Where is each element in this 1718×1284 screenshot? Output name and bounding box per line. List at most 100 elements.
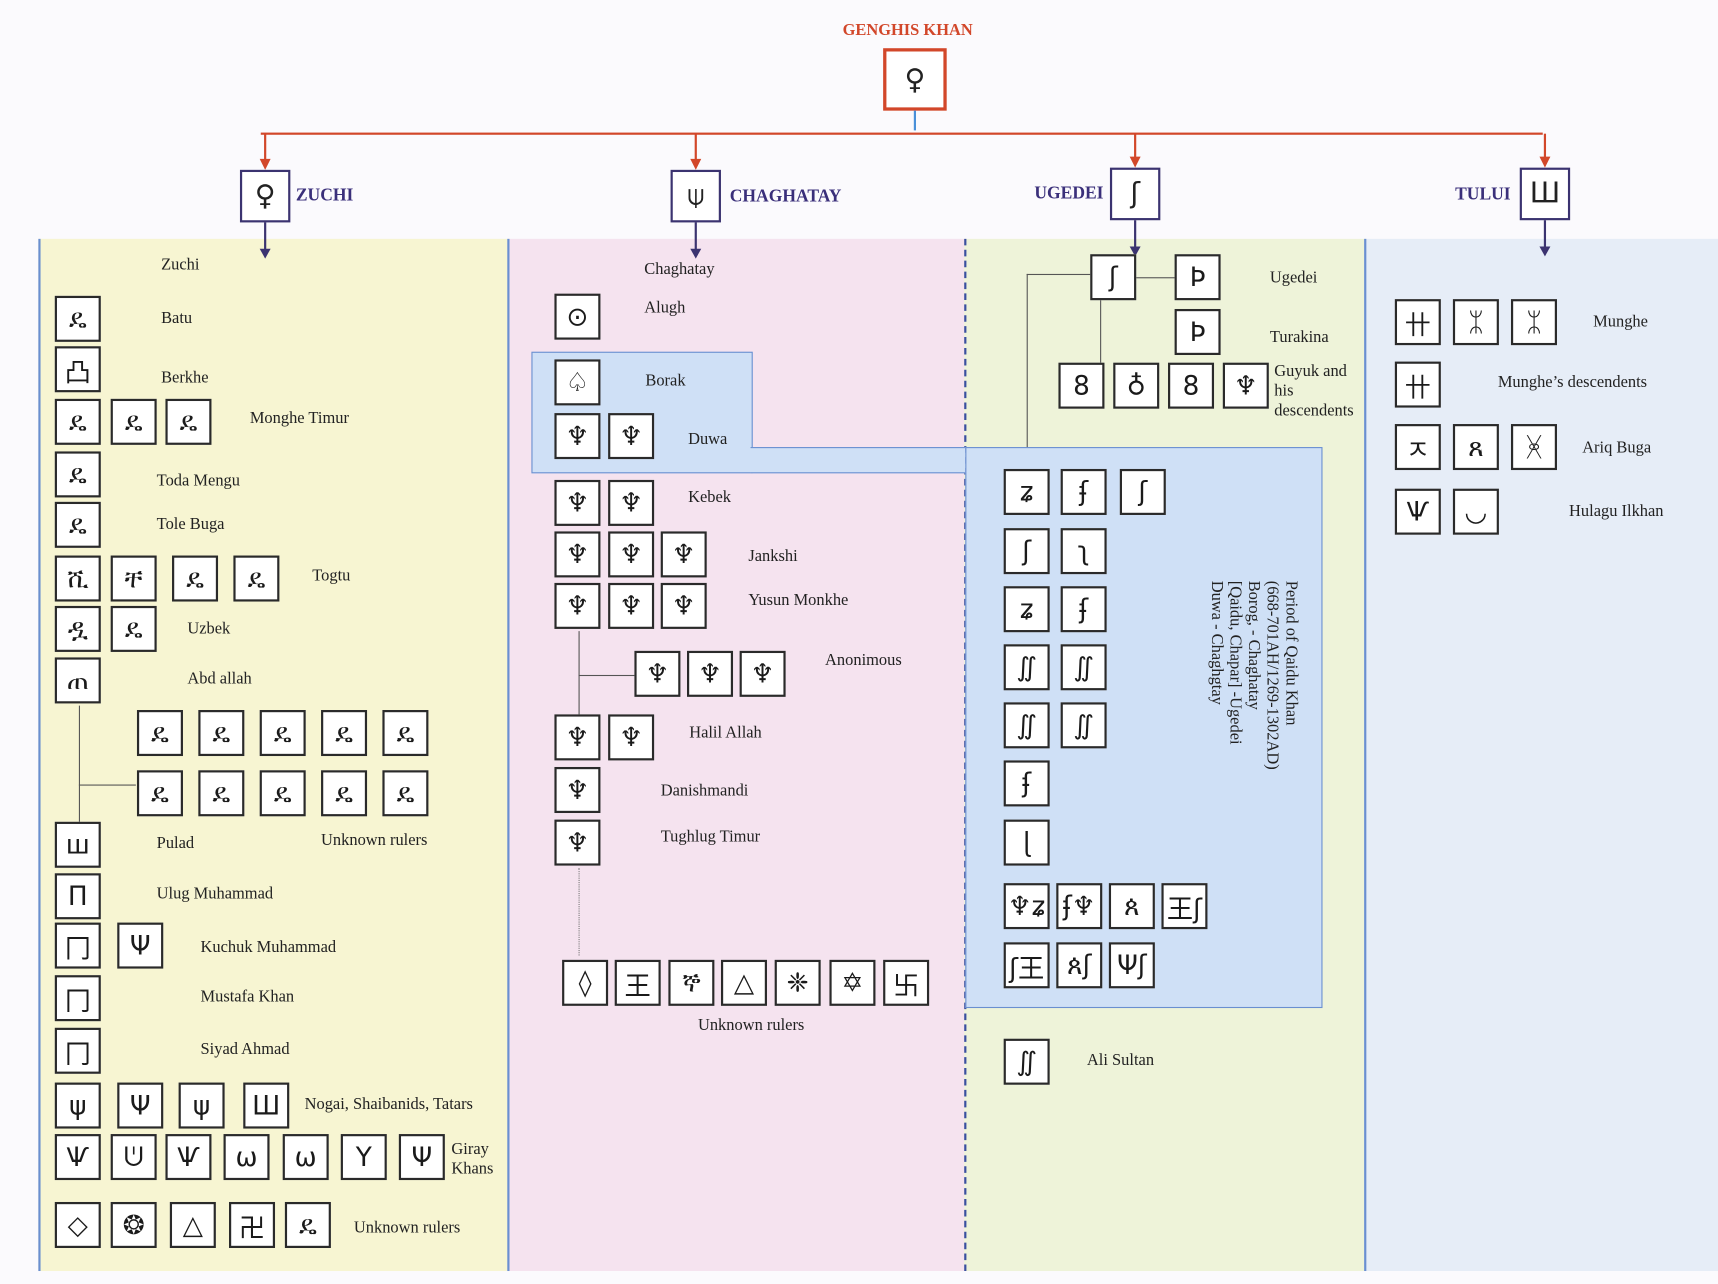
chaghatay-tamga: ♆ — [608, 714, 655, 761]
zuchi-tamga: ዴ — [54, 398, 101, 445]
chaghatay-tamga: ♆ — [687, 650, 734, 697]
chaghatay-tamga: ♆ — [608, 479, 655, 526]
tului-ruler-label: Hulagu Ilkhan — [1569, 502, 1664, 521]
zuchi-tamga: ψ — [54, 1082, 101, 1129]
son-label: CHAGHATAY — [729, 187, 842, 206]
qaidu-tamga: ∬ — [1003, 644, 1050, 691]
qaidu-tamga: ʑ — [1003, 586, 1050, 633]
qaidu-period-note: Period of Qaidu Khan (668-701AH/1269-130… — [1206, 581, 1299, 800]
son-tamga-box: ⍦ — [670, 169, 721, 223]
zuchi-tamga: Ψ — [398, 1134, 445, 1181]
chaghatay-tamga: ♆ — [608, 582, 655, 629]
zuchi-ruler-label: Kuchuk Muhammad — [200, 939, 337, 957]
chaghatay-tamga: ♆ — [554, 766, 601, 814]
zuchi-tree-line — [78, 784, 136, 786]
zuchi-tamga: ◇ — [54, 1201, 101, 1249]
zuchi-ruler-label: Unknown rulers — [321, 831, 428, 850]
ugedei-tamga: Ϸ — [1174, 308, 1221, 356]
arrow-down-icon — [690, 158, 702, 170]
chaghatay-tree-line — [578, 867, 580, 956]
qaidu-tamga: ʃ王 — [1003, 942, 1050, 989]
qaidu-tamga: ∬ — [1003, 702, 1050, 749]
chaghatay-ruler-label: Anonimous — [825, 651, 902, 670]
chaghatay-tree-line — [578, 674, 635, 677]
ugedei-tamga: 8 — [1168, 362, 1215, 409]
zuchi-tamga: ዴ — [259, 710, 306, 757]
zuchi-tamga: ዴ — [165, 398, 212, 445]
qaidu-tamga: ʅ — [1060, 528, 1107, 575]
zuchi-tamga: 冂 — [54, 975, 101, 1022]
zuchi-tamga: ዴ — [233, 555, 280, 602]
highlight-connector — [750, 447, 966, 474]
chaghatay-tamga: ♆ — [608, 413, 655, 460]
root-label: GENGHIS KHAN — [842, 21, 973, 40]
ugedei-tamga: Ϸ — [1174, 254, 1221, 301]
zuchi-tamga: ዴ — [54, 501, 101, 548]
tului-ruler-label: Ariq Buga — [1582, 439, 1652, 457]
chaghatay-ruler-label: Tughlug Timur — [660, 828, 761, 846]
zuchi-ruler-label: Toda Mengu — [156, 472, 240, 490]
qaidu-tamga: ʑ — [1003, 468, 1050, 515]
chaghatay-tamga: 卐 — [883, 959, 930, 1006]
chaghatay-ruler-label: Yusun Monkhe — [748, 591, 849, 610]
chaghatay-tamga: ♤ — [554, 359, 601, 406]
son-down-line — [264, 222, 267, 254]
son-connector — [694, 133, 697, 162]
zuchi-ruler-label: Berkhe — [161, 369, 209, 387]
zuchi-ruler-label: Batu — [161, 310, 193, 328]
zuchi-tamga: ዴ — [110, 605, 157, 652]
tului-tamga: ጸ — [1452, 424, 1499, 471]
ugedei-tamga: ʃ — [1090, 254, 1137, 301]
zuchi-tamga: ω — [282, 1134, 329, 1181]
zuchi-ruler-label: Mustafa Khan — [200, 988, 295, 1006]
note-line: Duwa - Chaghgtay — [1207, 580, 1225, 705]
ugedei-ruler-label: Ugedei — [1269, 269, 1318, 288]
arrow-down-icon — [1539, 156, 1551, 168]
tului-tamga: 卄 — [1394, 361, 1441, 408]
son-connector — [264, 133, 267, 162]
zuchi-tree-line — [78, 705, 80, 822]
zuchi-tamga: Ѱ — [54, 1134, 101, 1181]
zuchi-tamga: ዴ — [382, 710, 429, 757]
note-line: (668-701AH/1269-1302AD) — [1263, 580, 1281, 770]
chaghatay-ruler-label: Unknown rulers — [697, 1016, 805, 1035]
ugedei-tamga: 8 — [1058, 362, 1105, 409]
zuchi-ruler-label: Uzbek — [187, 620, 231, 638]
arrow-down-icon — [259, 158, 271, 170]
arrow-down-icon — [690, 248, 702, 259]
son-down-line — [1543, 220, 1547, 251]
chaghatay-tamga: ♆ — [554, 819, 601, 866]
ugedei-tamga: ♆ — [1222, 362, 1269, 409]
qaidu-tamga: ∬ — [1060, 644, 1107, 691]
chaghatay-tamga: ◊ — [562, 959, 609, 1006]
zuchi-tamga: ω — [223, 1134, 270, 1181]
tului-ruler-label: Munghe’s descendents — [1497, 373, 1648, 392]
ugedei-tree-line — [1100, 300, 1102, 363]
tului-ruler-label: Munghe — [1593, 313, 1648, 331]
zuchi-tamga: 冂 — [54, 922, 101, 969]
chaghatay-tamga: ♆ — [660, 531, 707, 578]
chaghatay-ruler-label: Jankshi — [748, 547, 798, 566]
zuchi-tamga: ዴ — [321, 770, 368, 817]
chaghatay-ruler-label: Borak — [645, 372, 686, 391]
qaidu-tamga: ʃ — [1003, 528, 1050, 575]
chaghatay-tamga: ⊙ — [554, 293, 601, 340]
zuchi-title: Zuchi — [161, 256, 200, 274]
arrow-down-icon — [1129, 246, 1141, 257]
zuchi-ruler-label: Tole Buga — [156, 516, 225, 534]
chaghatay-tamga: ♆ — [554, 582, 601, 629]
son-tamga-box: ʃ — [1109, 167, 1161, 221]
zuchi-tamga: ш — [54, 821, 101, 868]
ugedei-tree-line — [1136, 277, 1175, 279]
zuchi-ruler-label: Monghe Timur — [249, 409, 349, 428]
zuchi-tamga: ዴ — [172, 555, 219, 602]
zuchi-tamga: ዴ — [198, 770, 245, 817]
ugedei-tree-line — [1026, 273, 1091, 276]
tului-tamga: ㅈ — [1394, 424, 1441, 471]
chaghatay-tamga: ♆ — [554, 531, 601, 578]
zuchi-tamga: Π — [54, 873, 101, 920]
son-tamga-box: ♀ — [239, 169, 291, 223]
chaghatay-tamga: ♆ — [739, 650, 786, 697]
zuchi-tamga: ዴ — [321, 710, 368, 757]
arrow-down-icon — [1129, 156, 1141, 168]
